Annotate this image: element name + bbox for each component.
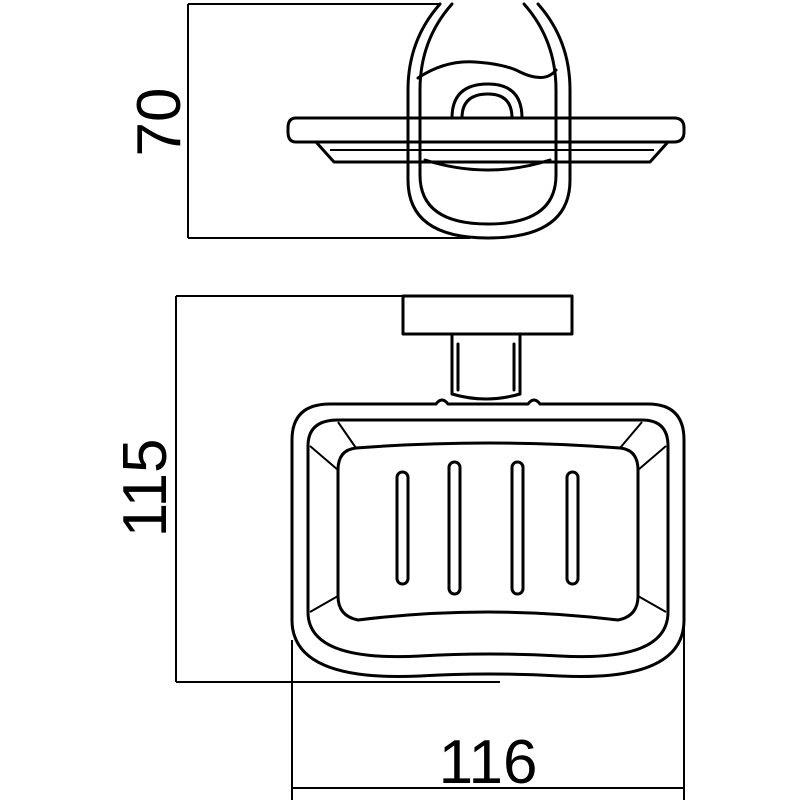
drain-slots [395, 460, 580, 596]
height-dimension: 115 [111, 295, 572, 683]
bevel-bottom-right [637, 595, 667, 613]
post-top-view [450, 82, 524, 120]
front-view: 115 116 [111, 294, 686, 800]
top-view: 70 [125, 2, 686, 240]
bevel-top-right-2 [619, 421, 643, 449]
width-dimension: 116 [291, 620, 685, 800]
drain-slot [395, 470, 410, 586]
bevel-top-left [309, 445, 339, 471]
drain-slot [447, 460, 462, 596]
dish-outer-rim [290, 398, 686, 679]
drain-slot [565, 470, 580, 586]
bevel-bottom-left [309, 595, 339, 613]
dish-inner-basin [336, 441, 640, 622]
wall-mount-plate [406, 2, 572, 240]
drain-slot [510, 460, 525, 596]
dish-side-profile [286, 116, 686, 164]
depth-dimension: 70 [125, 3, 470, 239]
wall-flange [401, 294, 574, 336]
width-dimension-label: 116 [439, 728, 538, 797]
bevel-top-right [637, 445, 667, 471]
depth-dimension-label: 70 [125, 88, 194, 157]
bevel-top-left-2 [337, 421, 357, 449]
height-dimension-label: 115 [111, 439, 180, 538]
dish-middle-rim [306, 418, 670, 659]
post-front-view [450, 332, 522, 401]
